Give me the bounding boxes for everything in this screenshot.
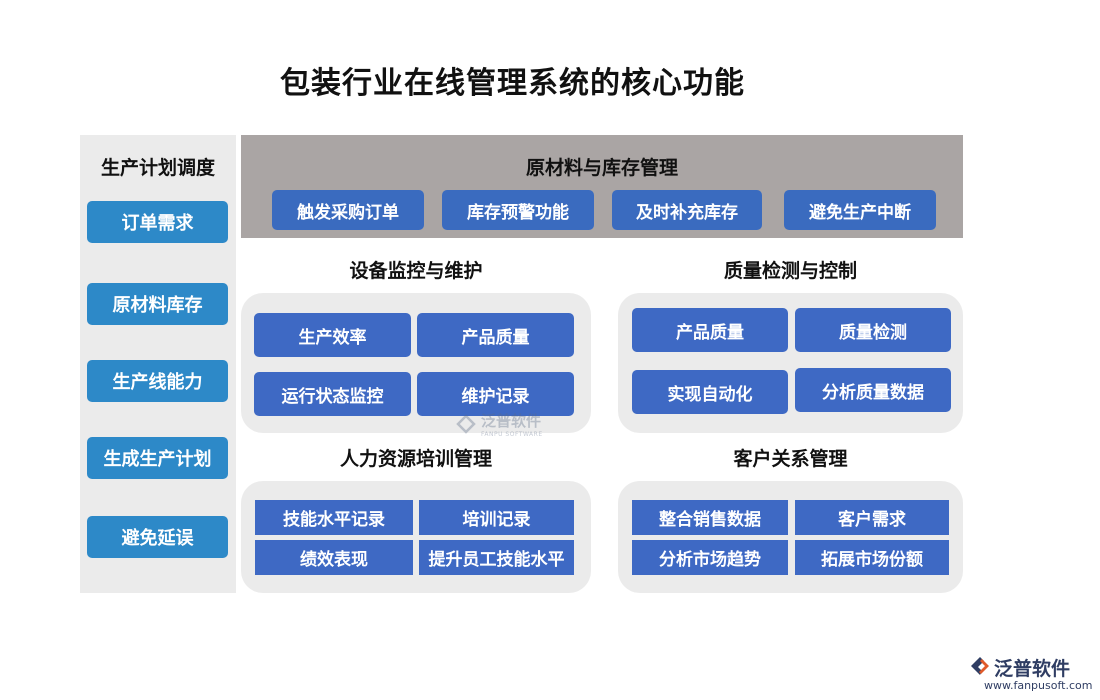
watermark-text: 泛普软件 xyxy=(481,412,542,430)
crm-item-sales-data[interactable]: 整合销售数据 xyxy=(632,500,788,535)
quality-section-title: 质量检测与控制 xyxy=(723,260,857,282)
left-item-line-capacity[interactable]: 生产线能力 xyxy=(87,360,228,402)
equipment-section-title: 设备监控与维护 xyxy=(349,260,483,282)
quality-item-automation[interactable]: 实现自动化 xyxy=(632,370,788,414)
quality-item-inspection[interactable]: 质量检测 xyxy=(795,308,951,352)
left-item-raw-material-stock[interactable]: 原材料库存 xyxy=(87,283,228,325)
production-planning-title: 生产计划调度 xyxy=(100,157,215,179)
hr-item-performance[interactable]: 绩效表现 xyxy=(255,540,413,575)
quality-item-analyze-data[interactable]: 分析质量数据 xyxy=(795,368,951,412)
brand-logo-name: 泛普软件 xyxy=(994,658,1071,680)
equipment-section: 生产效率 产品质量 运行状态监控 维护记录 xyxy=(241,293,591,433)
crm-item-customer-demand[interactable]: 客户需求 xyxy=(795,500,949,535)
top-item-avoid-interruption[interactable]: 避免生产中断 xyxy=(784,190,936,230)
crm-item-market-share[interactable]: 拓展市场份额 xyxy=(795,540,949,575)
inventory-panel-title: 原材料与库存管理 xyxy=(525,157,678,179)
left-item-generate-plan[interactable]: 生成生产计划 xyxy=(87,437,228,479)
watermark-logo-icon xyxy=(456,414,476,434)
hr-item-improve-skills[interactable]: 提升员工技能水平 xyxy=(419,540,574,575)
brand-logo: 泛普软件 www.fanpusoft.com xyxy=(968,652,1093,692)
brand-logo-icon xyxy=(971,657,989,675)
hr-section: 技能水平记录 培训记录 绩效表现 提升员工技能水平 xyxy=(241,481,591,593)
equipment-item-maintenance-log[interactable]: 维护记录 xyxy=(417,372,574,416)
brand-logo-url[interactable]: www.fanpusoft.com xyxy=(984,679,1093,692)
crm-section-title: 客户关系管理 xyxy=(733,448,848,470)
inventory-panel: 原材料与库存管理 触发采购订单 库存预警功能 及时补充库存 避免生产中断 xyxy=(241,135,963,238)
watermark: 泛普软件 FANPU SOFTWARE xyxy=(455,410,543,438)
hr-section-title: 人力资源培训管理 xyxy=(339,448,492,470)
left-item-avoid-delay[interactable]: 避免延误 xyxy=(87,516,228,558)
top-item-replenish[interactable]: 及时补充库存 xyxy=(612,190,762,230)
equipment-item-efficiency[interactable]: 生产效率 xyxy=(254,313,411,357)
left-item-order-demand[interactable]: 订单需求 xyxy=(87,201,228,243)
hr-item-skill-record[interactable]: 技能水平记录 xyxy=(255,500,413,535)
crm-section: 整合销售数据 客户需求 分析市场趋势 拓展市场份额 xyxy=(618,481,963,593)
page-title: 包装行业在线管理系统的核心功能 xyxy=(280,66,745,101)
quality-item-product-quality[interactable]: 产品质量 xyxy=(632,308,788,352)
top-item-stock-alert[interactable]: 库存预警功能 xyxy=(442,190,594,230)
equipment-item-product-quality[interactable]: 产品质量 xyxy=(417,313,574,357)
top-item-trigger-purchase[interactable]: 触发采购订单 xyxy=(272,190,424,230)
quality-section: 产品质量 质量检测 实现自动化 分析质量数据 xyxy=(618,293,963,433)
production-planning-panel: 生产计划调度 订单需求 原材料库存 生产线能力 生成生产计划 避免延误 xyxy=(80,135,236,593)
watermark-subtext: FANPU SOFTWARE xyxy=(481,431,543,438)
equipment-item-status-monitor[interactable]: 运行状态监控 xyxy=(254,372,411,416)
hr-item-training-record[interactable]: 培训记录 xyxy=(419,500,574,535)
crm-item-market-trends[interactable]: 分析市场趋势 xyxy=(632,540,788,575)
